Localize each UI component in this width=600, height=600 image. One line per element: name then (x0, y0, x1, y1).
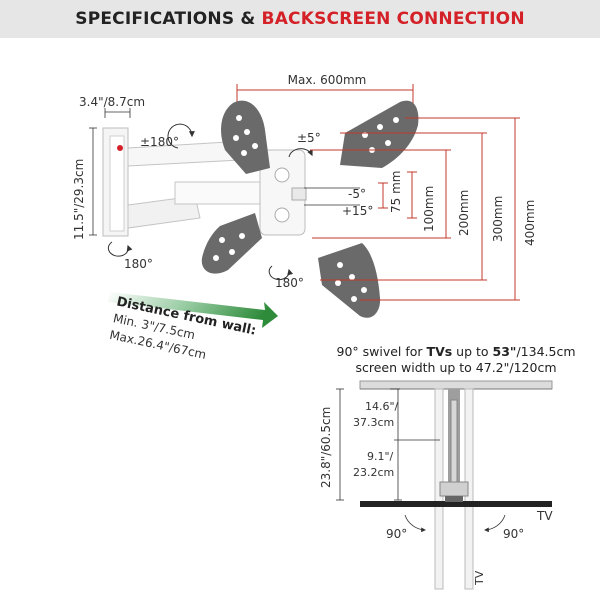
rotation-label: ±5° (297, 131, 321, 145)
tv-label-vertical: TV (473, 570, 486, 586)
tilt-up-label: +15° (342, 204, 373, 218)
vesa-plate-top-right (340, 100, 419, 168)
total-dim: 23.8"/60.5cm (319, 407, 333, 488)
vesa-dimensions (310, 117, 520, 301)
rotation-right-label: 180° (275, 276, 304, 290)
vesa-100-label: 100mm (422, 186, 436, 232)
tilt-indicator: -5° +15° (304, 187, 373, 218)
lower-dim-b: 23.2cm (353, 466, 394, 479)
header-title-part2: BACKSCREEN CONNECTION (261, 9, 525, 29)
vesa-200-label: 200mm (457, 190, 471, 236)
tilt-down-label: -5° (348, 187, 366, 201)
upper-dim-a: 14.6"/ (365, 400, 399, 413)
angle-right: 90° (503, 527, 524, 541)
max-width-label: Max. 600mm (288, 73, 367, 87)
mount-arm (127, 141, 307, 236)
arm-height-label: 11.5"/29.3cm (72, 159, 86, 240)
rotation-left-label: 180° (124, 257, 153, 271)
swivel-arm-label: ±180° (140, 135, 179, 149)
angle-left: 90° (386, 527, 407, 541)
rotation-arrow-icon: ±180° ±5° 180° 180° (107, 123, 321, 290)
lower-dim-a: 9.1"/ (367, 450, 394, 463)
top-view-diagram: 14.6"/ 37.3cm 9.1"/ 23.2cm 23.8"/60.5cm … (319, 380, 553, 590)
vesa-plate-top-left (221, 100, 270, 174)
vesa-400-label: 400mm (523, 200, 537, 246)
vesa-300-label: 300mm (491, 196, 505, 242)
vesa-dimension-labels: 75 mm 100mm 200mm 300mm 400mm (389, 171, 537, 246)
wall-plate: 3.4"/8.7cm 11.5"/29.3cm (72, 95, 145, 240)
upper-dim-b: 37.3cm (353, 416, 394, 429)
vesa-plate-bottom-left (201, 213, 262, 274)
header-bar: SPECIFICATIONS & BACKSCREEN CONNECTION (0, 0, 600, 38)
tv-label: TV (536, 509, 553, 523)
swivel-line1: 90° swivel for TVs up to 53"/134.5cm (337, 344, 576, 359)
swivel-line2: screen width up to 47.2"/120cm (355, 360, 556, 375)
arm-depth-label: 3.4"/8.7cm (79, 95, 145, 109)
header-title-part1: SPECIFICATIONS & (75, 9, 262, 29)
vesa-75-label: 75 mm (389, 171, 403, 213)
distance-arrow-icon (108, 292, 278, 328)
